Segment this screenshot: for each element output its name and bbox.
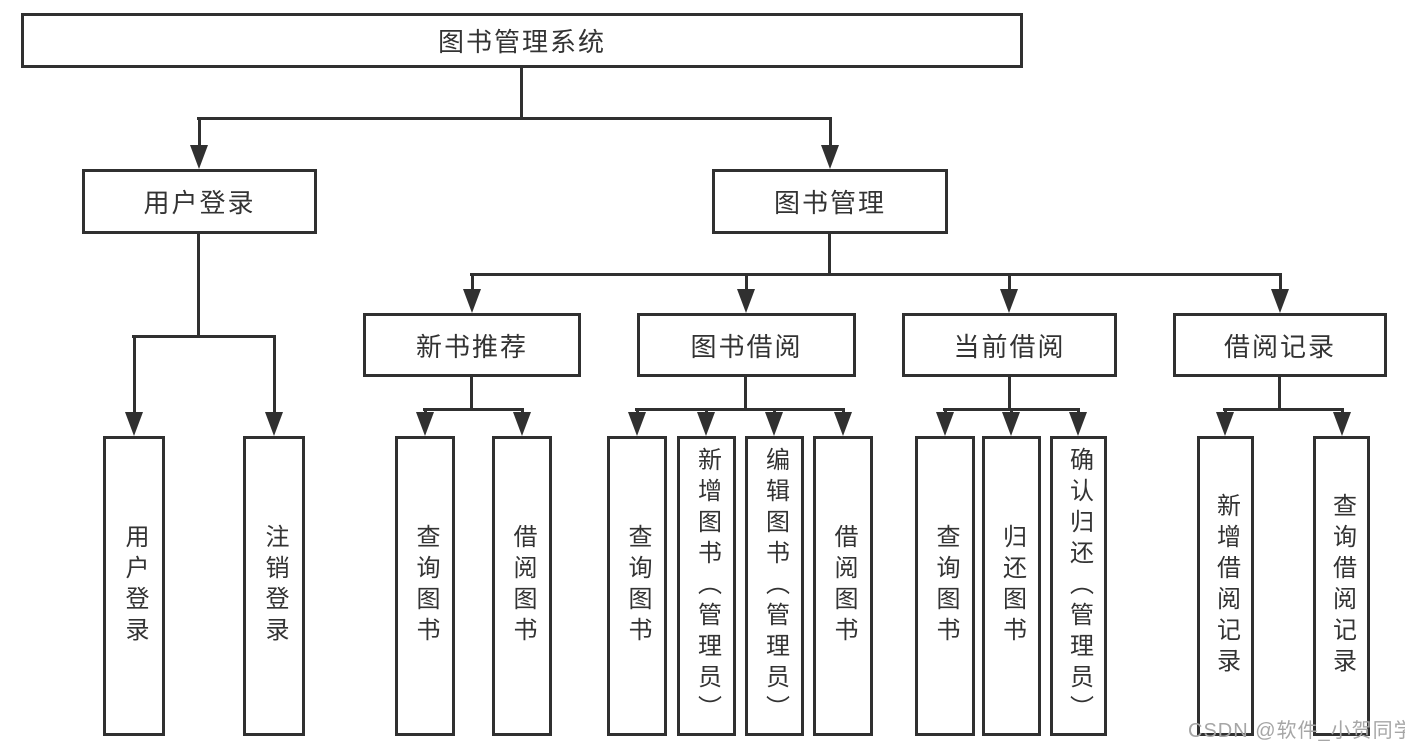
node-current-borrow: 当前借阅 xyxy=(902,313,1117,377)
node-new-book-recommend: 新书推荐 xyxy=(363,313,581,377)
connector-book-management-bar xyxy=(470,273,1281,276)
connector-book-borrow-bar xyxy=(635,408,845,411)
arrow-to-leaf-borrow-books-1 xyxy=(513,408,531,436)
node-book-borrow: 图书借阅 xyxy=(637,313,856,377)
connector-borrow-records-bar xyxy=(1223,408,1344,411)
arrow-to-leaf-query-books-1 xyxy=(416,408,434,436)
arrow-to-user-login xyxy=(190,117,208,169)
leaf-confirm-return-admin: 确认归还（管理员） xyxy=(1050,436,1107,736)
connector-book-management-stem xyxy=(828,234,831,276)
leaf-borrow-books-1: 借阅图书 xyxy=(492,436,552,736)
connector-new-book-recommend-bar xyxy=(423,408,524,411)
node-user-login: 用户登录 xyxy=(82,169,317,234)
connector-current-borrow-stem xyxy=(1008,377,1011,411)
node-book-management: 图书管理 xyxy=(712,169,948,234)
arrow-to-leaf-query-borrow-record xyxy=(1333,408,1351,436)
arrow-to-book-management xyxy=(821,117,839,169)
leaf-borrow-books-2: 借阅图书 xyxy=(813,436,873,736)
leaf-query-books-1: 查询图书 xyxy=(395,436,455,736)
arrow-to-borrow-records xyxy=(1271,273,1289,313)
connector-root-bar xyxy=(197,117,832,120)
connector-user-login-bar xyxy=(132,335,276,338)
leaf-query-books-3: 查询图书 xyxy=(915,436,975,736)
arrow-to-leaf-confirm-return xyxy=(1069,408,1087,436)
node-root: 图书管理系统 xyxy=(21,13,1023,68)
arrow-to-leaf-edit-book xyxy=(765,408,783,436)
arrow-to-leaf-return-book xyxy=(1002,408,1020,436)
leaf-query-books-2: 查询图书 xyxy=(607,436,667,736)
connector-root-stem xyxy=(520,68,523,120)
leaf-query-borrow-record: 查询借阅记录 xyxy=(1313,436,1370,736)
arrow-to-leaf-logout xyxy=(265,335,283,436)
leaf-add-borrow-record: 新增借阅记录 xyxy=(1197,436,1254,736)
arrow-to-leaf-add-borrow-record xyxy=(1216,408,1234,436)
connector-new-book-recommend-stem xyxy=(470,377,473,411)
arrow-to-current-borrow xyxy=(1000,273,1018,313)
leaf-edit-book-admin: 编辑图书（管理员） xyxy=(745,436,804,736)
leaf-logout-login: 注销登录 xyxy=(243,436,305,736)
node-borrow-records: 借阅记录 xyxy=(1173,313,1387,377)
arrow-to-leaf-query-books-3 xyxy=(936,408,954,436)
leaf-user-login: 用户登录 xyxy=(103,436,165,736)
connector-user-login-stem xyxy=(197,234,200,338)
leaf-return-book: 归还图书 xyxy=(982,436,1041,736)
arrow-to-book-borrow xyxy=(737,273,755,313)
connector-book-borrow-stem xyxy=(744,377,747,411)
arrow-to-leaf-query-books-2 xyxy=(628,408,646,436)
arrow-to-leaf-add-book xyxy=(697,408,715,436)
arrow-to-leaf-user-login xyxy=(125,335,143,436)
watermark: CSDN @软件_小贺同学 xyxy=(1188,720,1405,742)
leaf-add-book-admin: 新增图书（管理员） xyxy=(677,436,736,736)
arrow-to-new-book-recommend xyxy=(463,273,481,313)
connector-borrow-records-stem xyxy=(1278,377,1281,411)
arrow-to-leaf-borrow-books-2 xyxy=(834,408,852,436)
